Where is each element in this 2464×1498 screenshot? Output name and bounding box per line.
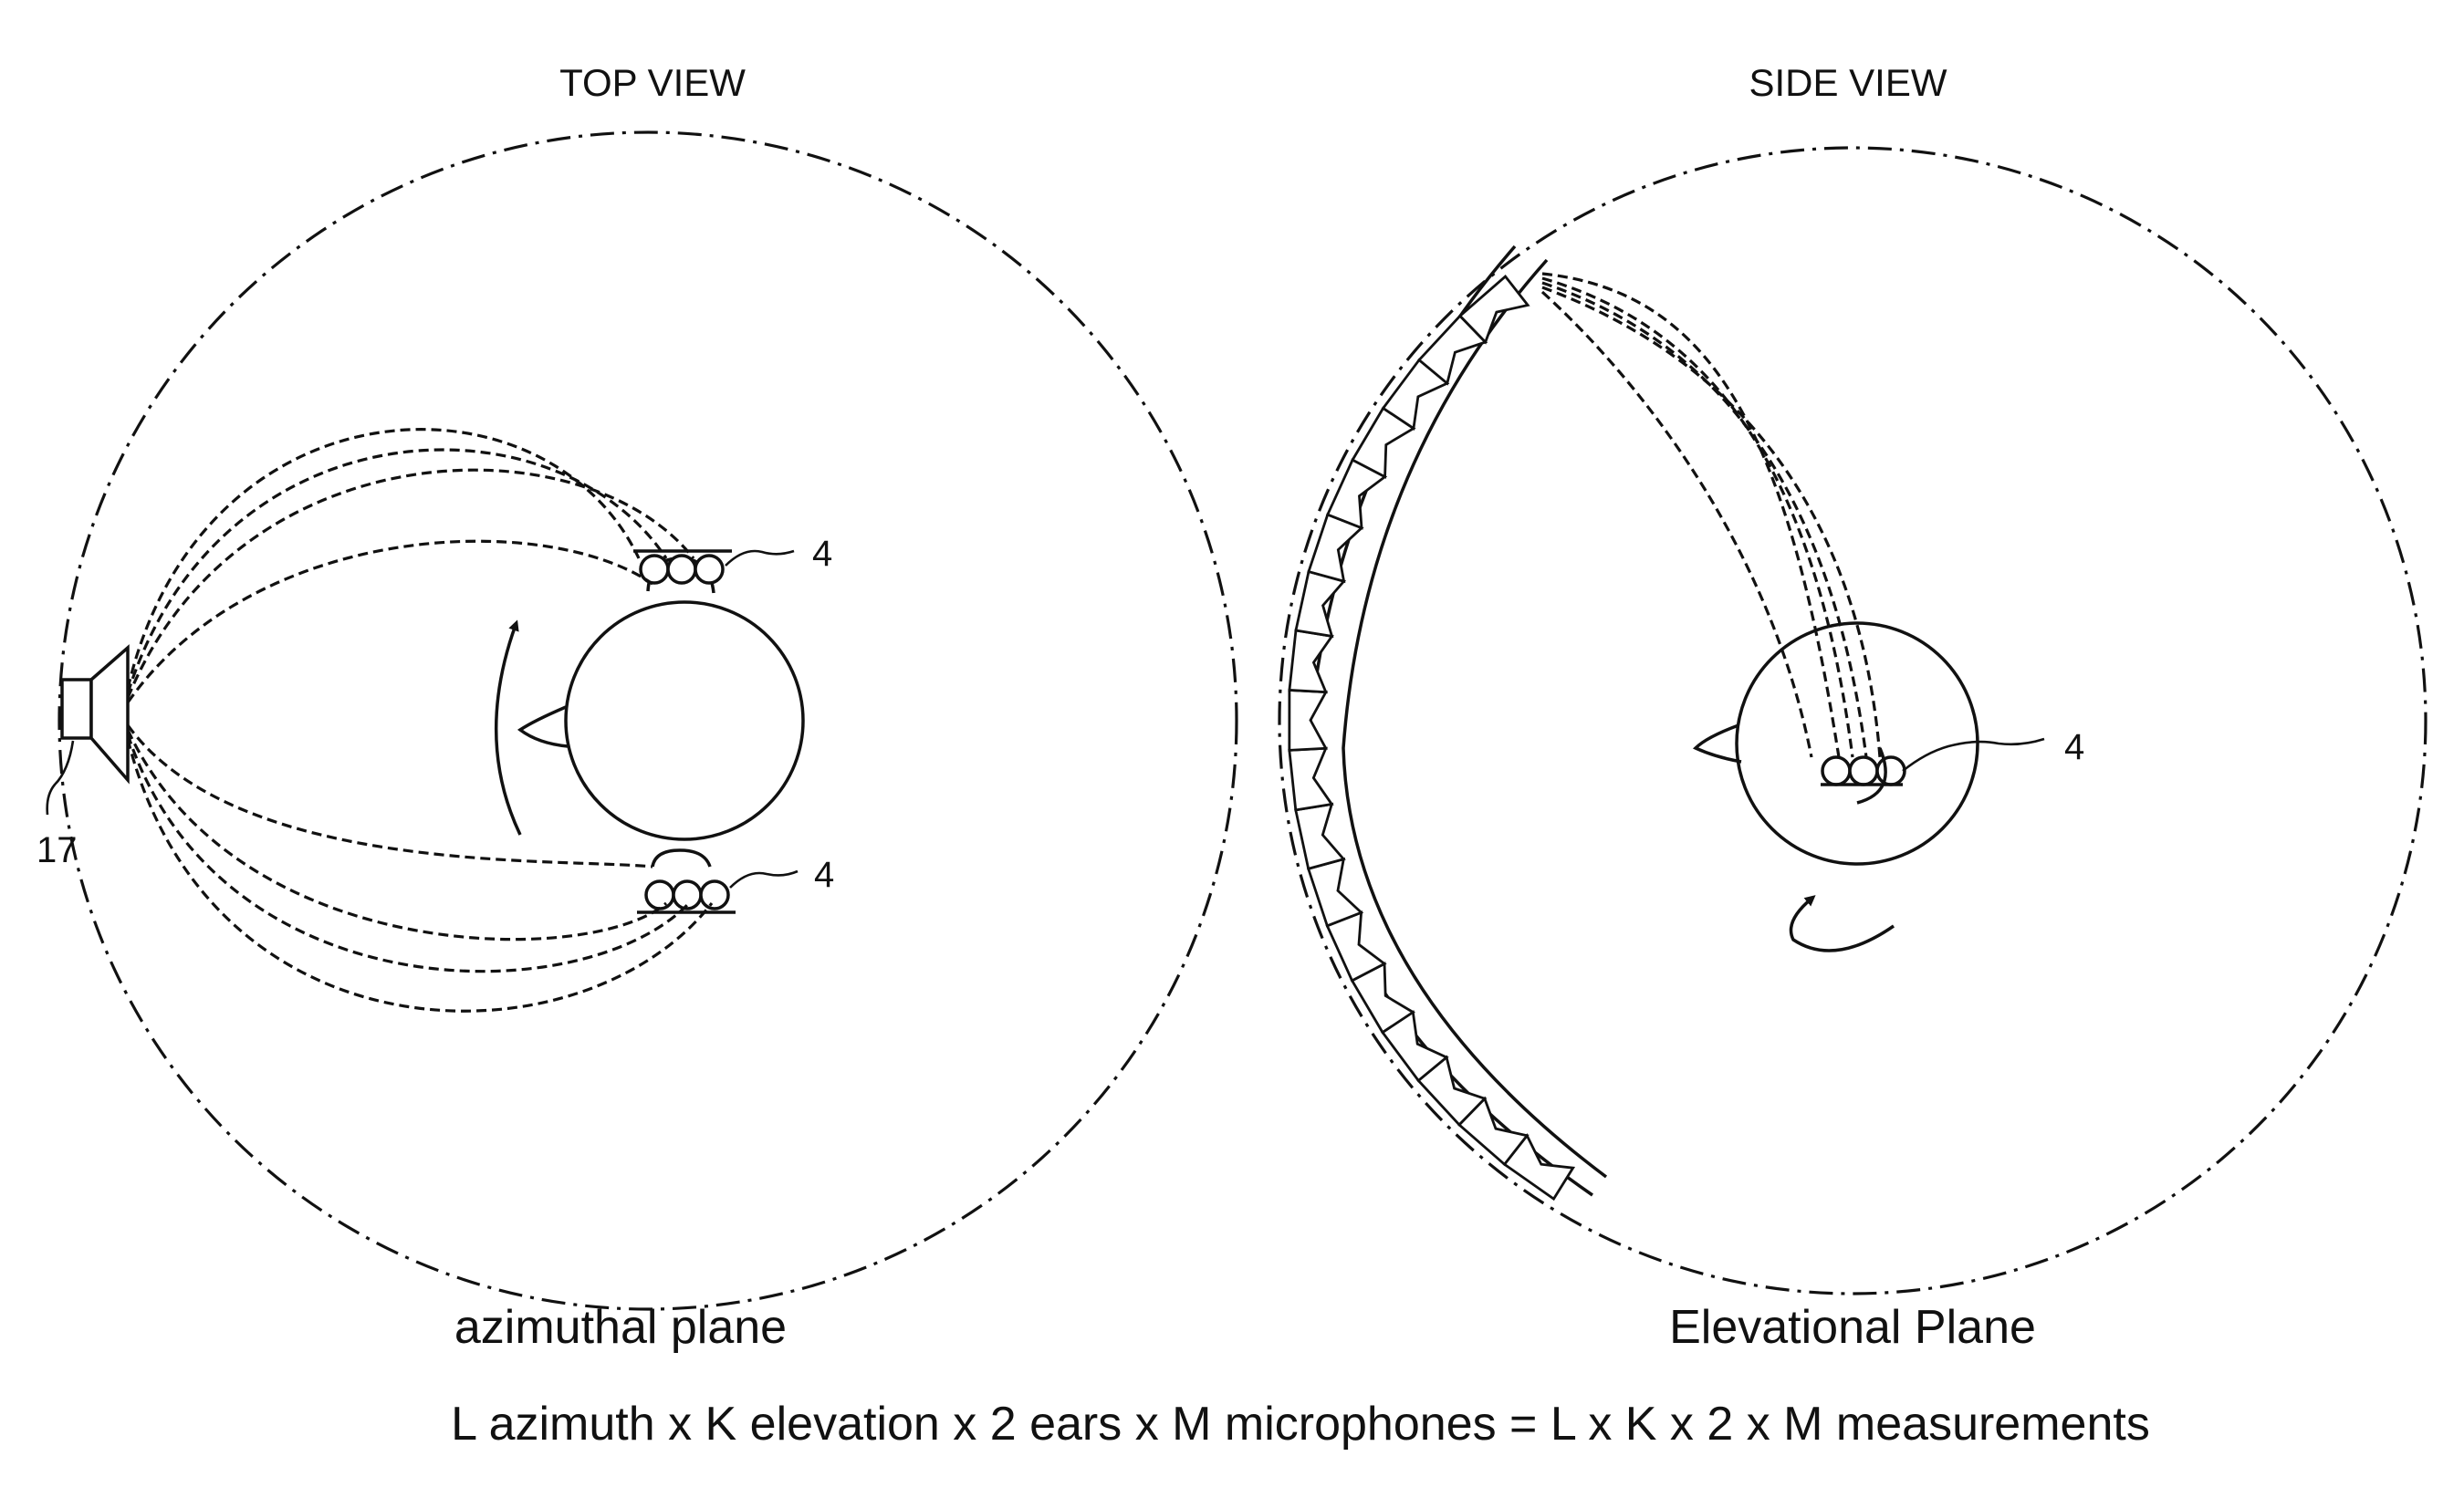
side-view-diagram: SIDE VIEW 4 El: [1278, 61, 2427, 1354]
top-view-diagram: TOP VIEW 4 4: [37, 61, 1238, 1354]
leader-4-side: [1902, 737, 2045, 773]
top-view-label: TOP VIEW: [559, 61, 746, 104]
measurement-formula: L azimuth x K elevation x 2 ears x M mic…: [451, 1398, 2150, 1451]
speaker-panel: [1456, 1096, 1530, 1167]
leader-4-top-lower: [729, 869, 799, 889]
nose-top: [517, 705, 569, 748]
nose-side: [1692, 723, 1742, 764]
sound-paths-side: [1540, 272, 1882, 758]
speaker-panel: [1288, 746, 1334, 812]
azimuthal-measurement-circle: [57, 130, 1238, 1311]
side-view-label: SIDE VIEW: [1749, 61, 1947, 104]
ref-4-top-lower: 4: [814, 855, 834, 895]
leader-4-top-upper: [725, 549, 795, 567]
speaker-panel: [1294, 569, 1347, 639]
speaker-panel: [1417, 314, 1488, 386]
sound-paths-top-lower: [126, 724, 714, 1013]
ref-4-top-upper: 4: [812, 534, 832, 574]
speaker-panel: [1502, 1133, 1576, 1202]
speaker-arc-array: [1288, 244, 1608, 1202]
speaker-panel: [1416, 1055, 1488, 1127]
speaker-panel: [1306, 857, 1364, 928]
head-side: [1735, 621, 1979, 866]
ear-side: [1821, 747, 1906, 805]
speaker-panel: [1294, 802, 1346, 871]
rotation-arrow-azimuth: [495, 619, 522, 836]
speaker-panel: [1307, 513, 1364, 584]
speaker-panel: [1351, 406, 1416, 479]
sound-paths-top-upper: [126, 428, 695, 703]
speaker-17: [60, 644, 130, 785]
head-top: [564, 600, 805, 841]
speaker-panel: [1288, 629, 1334, 694]
ref-4-side: 4: [2064, 727, 2084, 767]
speaker-panel: [1457, 274, 1530, 345]
ref-17: 17: [37, 830, 78, 870]
speaker-panel: [1380, 1010, 1449, 1083]
azimuthal-plane-label: azimuthal plane: [454, 1301, 787, 1354]
elevational-plane-label: Elevational Plane: [1669, 1301, 2036, 1354]
speaker-panel: [1350, 962, 1415, 1035]
elevational-measurement-circle: [1278, 146, 2427, 1295]
speaker-panel: [1325, 910, 1387, 983]
ear-top-upper: [633, 549, 732, 594]
ear-top-lower: [637, 848, 736, 914]
speaker-panel: [1288, 688, 1329, 752]
leader-17: [46, 740, 75, 816]
rotation-arrow-elevation: [1789, 895, 1895, 952]
speaker-panel: [1381, 358, 1450, 431]
speaker-panel: [1325, 458, 1388, 530]
